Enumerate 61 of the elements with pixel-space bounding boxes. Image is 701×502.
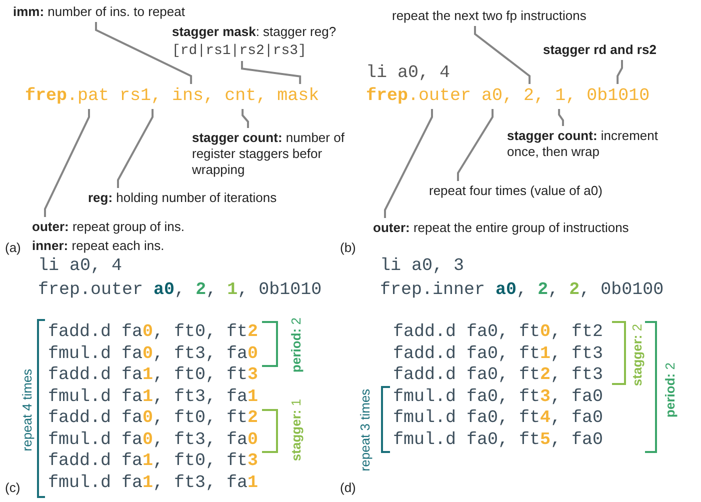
annotation-text: [rd|rs1|rs2|rs3] xyxy=(172,43,308,59)
leader-line xyxy=(474,26,531,84)
annotation-text: reg: holding number of iterations xyxy=(88,190,277,206)
code-line: fadd.d fa1, ft0, ft3 xyxy=(48,365,258,386)
code-line: frep.outer a0, 2, 1, 0b1010 xyxy=(38,280,322,302)
annotation-text: repeat four times (value of a0) xyxy=(429,183,602,199)
panel-label: (a) xyxy=(5,239,21,257)
code-token: frep.pat xyxy=(25,86,110,107)
code-line: fadd.d fa0, ft1, ft3 xyxy=(393,344,604,365)
bracket-label: stagger: 2 xyxy=(628,324,646,386)
bracket-label: period: 2 xyxy=(287,318,304,372)
leader-line xyxy=(95,22,192,84)
annotation-text: stagger rd and rs2 xyxy=(543,42,656,58)
code-token: 2, xyxy=(524,86,545,107)
bracket-label: stagger: 1 xyxy=(287,398,304,462)
code-line: frep.inner a0, 2, 2, 0b0100 xyxy=(380,280,664,302)
code-token: frep.outer xyxy=(366,86,472,107)
code-line: fadd.d fa0, ft0, ft2 xyxy=(393,322,604,344)
annotation-text: outer: repeat the entire group of instructions xyxy=(373,220,629,236)
bracket-label: repeat 4 times xyxy=(18,368,36,452)
annotation-text: stagger count: number of register staggers befor wrapping xyxy=(192,130,357,178)
code-line: fmul.d fa0, ft3, fa0 xyxy=(48,344,258,365)
annotation-text: stagger mask: stagger reg? xyxy=(172,24,336,40)
leader-line xyxy=(616,60,623,84)
code-token: a0, xyxy=(482,86,514,107)
code-line: fadd.d fa1, ft0, ft3 xyxy=(48,451,258,472)
annotation-text: repeat the next two fp instructions xyxy=(392,8,586,24)
panel-label: (b) xyxy=(340,239,356,257)
code-token: rs1, xyxy=(120,86,162,107)
code-line: fmul.d fa0, ft3, fa0 xyxy=(48,430,258,451)
code-line: fmul.d fa0, ft5, fa0 xyxy=(393,430,604,451)
code-line: fmul.d fa0, ft3, fa0 xyxy=(393,386,604,408)
leader-line xyxy=(241,61,302,84)
code-line: fadd.d fa0, ft0, ft2 xyxy=(48,322,258,344)
code-line: li a0, 3 xyxy=(380,256,464,278)
code-line: fadd.d fa0, ft2, ft3 xyxy=(393,365,604,386)
leader-line xyxy=(117,109,154,188)
code-token: 1, xyxy=(555,86,576,107)
code-token: 0b1010 xyxy=(586,86,650,107)
panel-label: (d) xyxy=(340,479,356,497)
leader-line xyxy=(384,109,433,218)
code-line: li a0, 4 xyxy=(38,256,122,278)
bracket-label: repeat 3 times xyxy=(356,388,374,472)
annotation-text: inner: repeat each ins. xyxy=(32,238,166,254)
code-line: fmul.d fa1, ft3, fa1 xyxy=(48,472,258,494)
annotation-text: imm: number of ins. to repeat xyxy=(13,4,185,20)
code-token: mask xyxy=(277,86,320,107)
code-token: ins, xyxy=(172,86,214,107)
annotation-text: outer: repeat group of ins. xyxy=(32,219,184,235)
code-line: fmul.d fa0, ft4, fa0 xyxy=(393,408,604,430)
annotation-text: stagger count: increment once, then wrap xyxy=(507,128,692,160)
code-line: fadd.d fa0, ft0, ft2 xyxy=(48,408,258,430)
code-line: fmul.d fa1, ft3, fa1 xyxy=(48,386,258,408)
bracket-label: period: 2 xyxy=(661,362,678,418)
leader-line xyxy=(457,109,494,181)
code-token: cnt, xyxy=(224,86,267,107)
leader-line xyxy=(44,109,90,217)
code-line: li a0, 4 xyxy=(366,63,450,84)
leader-line xyxy=(558,109,564,126)
panel-label: (c) xyxy=(5,479,20,497)
leader-line xyxy=(242,109,249,128)
